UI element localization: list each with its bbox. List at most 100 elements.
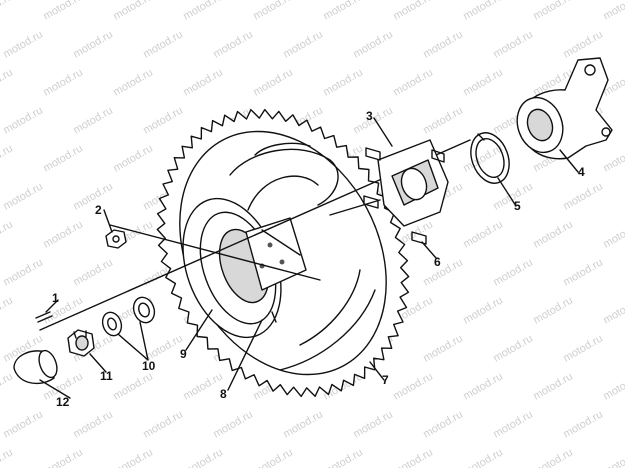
callouts: 2 3 4 5 6 7 8 9 10 11 1 12 bbox=[52, 109, 585, 409]
watermark-text: motod.ru bbox=[531, 370, 575, 402]
watermark-text: motod.ru bbox=[281, 408, 325, 440]
watermark-text: motod.ru bbox=[71, 256, 115, 288]
watermark-text: motod.ru bbox=[561, 180, 605, 212]
callout-10: 10 bbox=[142, 359, 156, 373]
watermark-text: motod.ru bbox=[0, 142, 15, 174]
watermark-text: motod.ru bbox=[41, 66, 85, 98]
watermark-text: motod.ru bbox=[601, 218, 625, 250]
watermark-text: motod.ru bbox=[491, 256, 535, 288]
watermark-text: motod.ru bbox=[1, 28, 45, 60]
watermark-text: motod.ru bbox=[421, 28, 465, 60]
watermark-text: motod.ru bbox=[601, 294, 625, 326]
callout-4: 4 bbox=[578, 165, 585, 179]
watermark-text: motod.ru bbox=[461, 370, 505, 402]
nut-part-2 bbox=[105, 229, 127, 249]
watermark-text: motod.ru bbox=[111, 142, 155, 174]
watermark-text: motod.ru bbox=[111, 370, 155, 402]
callout-5: 5 bbox=[514, 199, 521, 213]
watermark-text: motod.ru bbox=[0, 66, 15, 98]
watermark-text: motod.ru bbox=[181, 66, 225, 98]
hub-part-3 bbox=[363, 139, 449, 245]
watermark-text: motod.ru bbox=[181, 370, 225, 402]
watermark-text: motod.ru bbox=[421, 408, 465, 440]
watermark-text: motod.ru bbox=[391, 446, 435, 468]
watermark-text: motod.ru bbox=[71, 180, 115, 212]
watermark-text: motod.ru bbox=[181, 0, 225, 23]
watermark-text: motod.ru bbox=[0, 370, 15, 402]
watermark-text: motod.ru bbox=[251, 446, 295, 468]
watermark-text: motod.ru bbox=[111, 66, 155, 98]
watermark-text: motod.ru bbox=[351, 28, 395, 60]
watermark-text: motod.ru bbox=[41, 142, 85, 174]
watermark-text: motod.ru bbox=[491, 28, 535, 60]
watermark-text: motod.ru bbox=[0, 218, 15, 250]
watermark-text: motod.ru bbox=[71, 408, 115, 440]
callout-1: 1 bbox=[52, 291, 59, 305]
watermark-text: motod.ru bbox=[461, 446, 505, 468]
watermark-text: motod.ru bbox=[421, 332, 465, 364]
watermark-text: motod.ru bbox=[531, 294, 575, 326]
callout-2: 2 bbox=[95, 203, 102, 217]
watermark-text: motod.ru bbox=[531, 446, 575, 468]
watermark-text: motod.ru bbox=[391, 370, 435, 402]
watermark-text: motod.ru bbox=[351, 104, 395, 136]
watermark-text: motod.ru bbox=[0, 294, 15, 326]
callout-3: 3 bbox=[366, 109, 373, 123]
housing-part-4 bbox=[516, 57, 613, 160]
watermark-text: motod.ru bbox=[1, 256, 45, 288]
watermark-text: motod.ru bbox=[321, 0, 365, 23]
watermark-text: motod.ru bbox=[41, 446, 85, 468]
watermark-text: motod.ru bbox=[561, 28, 605, 60]
callout-12: 12 bbox=[56, 395, 70, 409]
washers-part-10 bbox=[101, 296, 156, 337]
watermark-text: motod.ru bbox=[0, 446, 15, 468]
watermark-text: motod.ru bbox=[251, 66, 295, 98]
watermark-text: motod.ru bbox=[491, 332, 535, 364]
callout-7: 7 bbox=[382, 373, 389, 387]
watermark-text: motod.ru bbox=[531, 218, 575, 250]
watermark-text: motod.ru bbox=[281, 28, 325, 60]
watermark-text: motod.ru bbox=[461, 0, 505, 23]
watermark-text: motod.ru bbox=[601, 446, 625, 468]
watermark-text: motod.ru bbox=[561, 332, 605, 364]
watermark-text: motod.ru bbox=[421, 256, 465, 288]
snap-ring-part-5 bbox=[470, 132, 510, 184]
watermark-text: motod.ru bbox=[1, 104, 45, 136]
castle-nut-part-11 bbox=[67, 329, 95, 357]
cap-part-12 bbox=[13, 349, 58, 385]
watermark-text: motod.ru bbox=[391, 66, 435, 98]
watermark-text: motod.ru bbox=[321, 446, 365, 468]
watermark-text: motod.ru bbox=[491, 408, 535, 440]
watermark-text: motod.ru bbox=[41, 0, 85, 23]
watermark-text: motod.ru bbox=[461, 294, 505, 326]
watermark-text: motod.ru bbox=[211, 408, 255, 440]
watermark-text: motod.ru bbox=[141, 104, 185, 136]
watermark-text: motod.ru bbox=[321, 66, 365, 98]
leader-lines bbox=[39, 117, 579, 399]
watermark-text: motod.ru bbox=[211, 28, 255, 60]
watermark-text: motod.ru bbox=[601, 370, 625, 402]
cotter-pin-part-1 bbox=[35, 311, 53, 323]
watermark-text: motod.ru bbox=[71, 28, 115, 60]
watermark-text: motod.ru bbox=[561, 408, 605, 440]
callout-8: 8 bbox=[220, 387, 227, 401]
watermark-text: motod.ru bbox=[601, 142, 625, 174]
watermark-text: motod.ru bbox=[41, 218, 85, 250]
watermark-text: motod.ru bbox=[391, 0, 435, 23]
watermark-text: motod.ru bbox=[71, 104, 115, 136]
watermark-text: motod.ru bbox=[1, 180, 45, 212]
callout-9: 9 bbox=[180, 347, 187, 361]
watermark-text: motod.ru bbox=[0, 0, 15, 23]
watermark-text: motod.ru bbox=[561, 256, 605, 288]
watermark-text: motod.ru bbox=[181, 446, 225, 468]
watermark-text: motod.ru bbox=[531, 0, 575, 23]
watermark-text: motod.ru bbox=[141, 408, 185, 440]
watermark-text: motod.ru bbox=[1, 408, 45, 440]
watermark-text: motod.ru bbox=[351, 408, 395, 440]
watermark-text: motod.ru bbox=[111, 0, 155, 23]
watermark-text: motod.ru bbox=[421, 104, 465, 136]
watermark-text: motod.ru bbox=[111, 446, 155, 468]
callout-11: 11 bbox=[100, 369, 113, 383]
